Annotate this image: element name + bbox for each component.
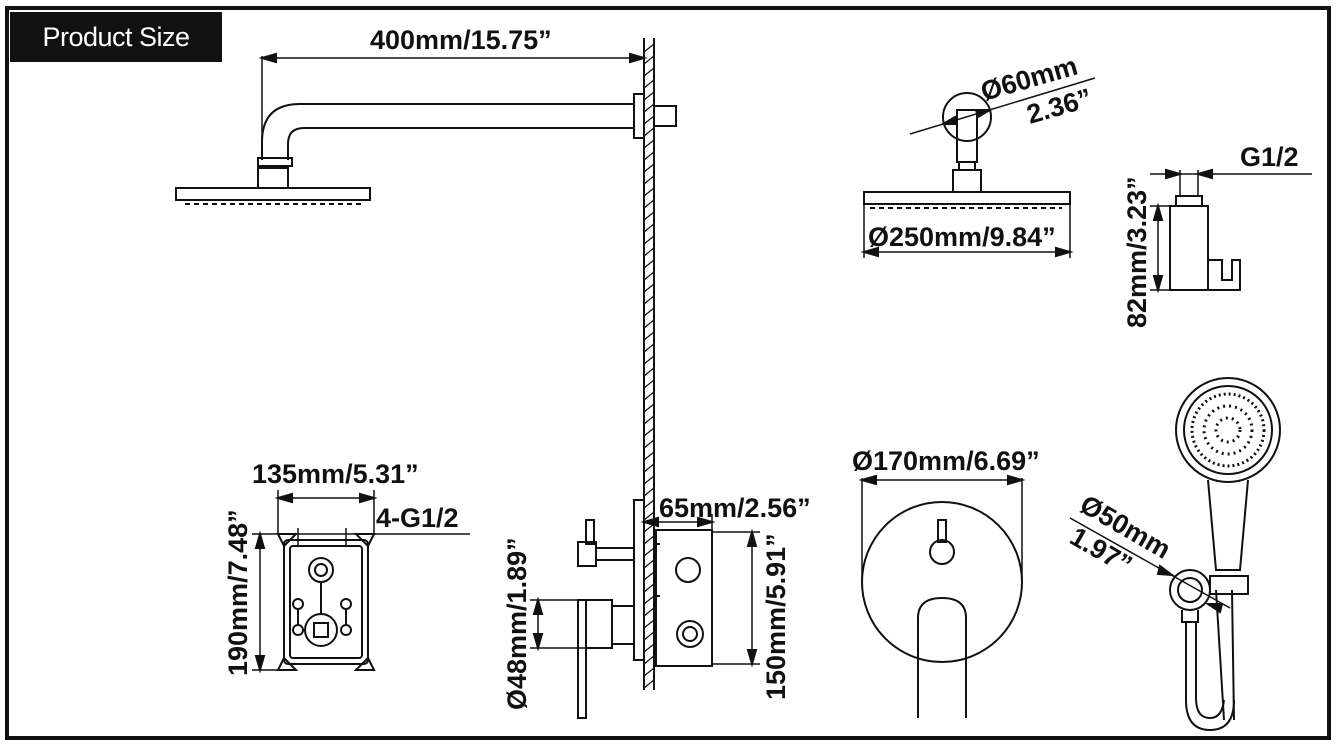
wall-hatch-line	[643, 355, 655, 365]
wall-hatch-line	[643, 427, 655, 437]
wall-hatch-line	[643, 643, 655, 653]
wall-hatch-line	[643, 451, 655, 461]
wall-hatch-line	[643, 535, 655, 545]
wall-hatch-line	[643, 283, 655, 293]
head-side-view	[860, 77, 1096, 258]
valve-side-drawing	[530, 499, 760, 719]
wall-hatch-line	[643, 463, 655, 473]
wall-hatch-line	[643, 163, 655, 173]
wall-hatch-line	[643, 559, 655, 569]
wall-hatch-line	[643, 379, 655, 389]
wall-hatch-line	[643, 259, 655, 269]
wall-hatch-line	[643, 511, 655, 521]
wall-hatch-line	[643, 331, 655, 341]
wall-hatch-line	[643, 235, 655, 245]
wall-hatch-line	[643, 67, 655, 77]
box-thread-label: 4-G1/2	[376, 503, 459, 533]
wall-hatch-line	[643, 391, 655, 401]
wall-hatch-line	[643, 223, 655, 233]
outer-border	[5, 6, 1331, 740]
arm-length-label: 400mm/15.75”	[370, 25, 552, 55]
wall-hatch-line	[643, 667, 655, 677]
product-size-title: Product Size	[10, 12, 222, 62]
wall-hatch-line	[643, 619, 655, 629]
wall-hatch-line	[643, 547, 655, 557]
handle-dia-label: Ø48mm/1.89”	[502, 537, 532, 710]
wall-hatch-line	[643, 295, 655, 305]
wall-hatch-line	[643, 319, 655, 329]
wall-hatch-line	[643, 103, 655, 113]
shower-arm-drawing	[175, 38, 677, 690]
trim-plate-drawing	[858, 474, 1026, 718]
wall-hatch-line	[643, 55, 655, 65]
plate-dia-label: Ø170mm/6.69”	[852, 446, 1040, 476]
wall-hatch-line	[643, 175, 655, 185]
wall-hatch-line	[643, 595, 655, 605]
wall-hatch-line	[643, 199, 655, 209]
head-dia-label: Ø250mm/9.84”	[868, 222, 1056, 252]
wall-hatch-line	[643, 187, 655, 197]
box-depth-label: 150mm/5.91”	[761, 533, 791, 700]
wall-hatch-line	[643, 415, 655, 425]
wall-hatch-line	[643, 439, 655, 449]
wall-hatch-line	[643, 475, 655, 485]
wall-hatch-line	[643, 127, 655, 137]
wall-hatch-line	[643, 271, 655, 281]
wall-hatch-line	[643, 307, 655, 317]
box-height-label: 190mm/7.48”	[223, 509, 253, 676]
wall-hatch-line	[643, 247, 655, 257]
wall-hatch-line	[643, 631, 655, 641]
wall-hatch-line	[643, 343, 655, 353]
wall-hatch-line	[643, 679, 655, 689]
box-width-label: 135mm/5.31”	[252, 459, 419, 489]
holder-thread-label: G1/2	[1240, 142, 1299, 172]
wall-hatch-line	[643, 115, 655, 125]
wall-hatch-line	[643, 499, 655, 509]
wall-hatch-line	[643, 79, 655, 89]
wall-hatch-line	[643, 151, 655, 161]
wall-hatch-line	[643, 403, 655, 413]
wall-hatch-line	[643, 91, 655, 101]
wall-hatch-line	[643, 211, 655, 221]
wall-hatch-line	[643, 583, 655, 593]
valve-box-drawing	[252, 490, 470, 674]
trim-depth-label: 65mm/2.56”	[659, 493, 811, 523]
wall-hatch-line	[643, 607, 655, 617]
wall-hatch-line	[643, 367, 655, 377]
wall-hatch-line	[643, 139, 655, 149]
wall-hatch-line	[643, 655, 655, 665]
holder-drawing	[1150, 168, 1312, 294]
hand-shower-drawing	[1069, 377, 1281, 732]
wall-hatch-line	[643, 43, 655, 53]
wall-hatch-line	[643, 487, 655, 497]
holder-height-label: 82mm/3.23”	[1122, 176, 1152, 328]
wall-hatch-line	[643, 571, 655, 581]
